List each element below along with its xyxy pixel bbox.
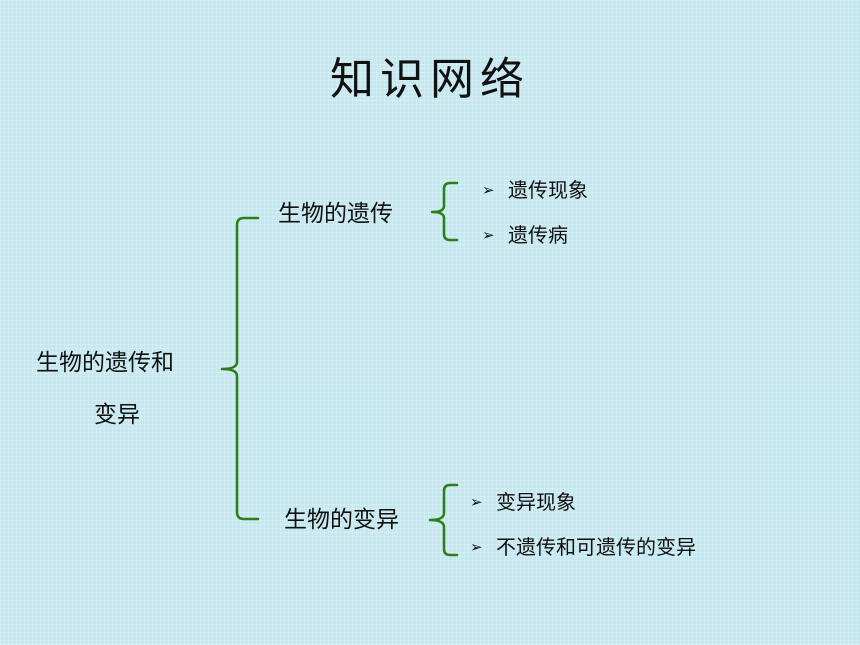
leaf-heredity-phenomenon: ➢ 遗传现象 [482, 176, 588, 204]
leaf-label: 变异现象 [496, 490, 576, 514]
leaf-genetic-disease: ➢ 遗传病 [482, 221, 568, 249]
arrowhead-bullet-icon: ➢ [482, 181, 495, 199]
arrowhead-bullet-icon: ➢ [470, 538, 483, 556]
leaf-label: 不遗传和可遗传的变异 [496, 535, 696, 559]
root-bracket [220, 216, 260, 521]
variation-bracket [428, 483, 459, 557]
arrowhead-bullet-icon: ➢ [470, 493, 483, 511]
leaf-label: 遗传现象 [508, 178, 588, 202]
root-node-line2: 变异 [94, 402, 140, 428]
heredity-bracket [430, 181, 459, 242]
branch-heredity: 生物的遗传 [278, 201, 393, 227]
root-node-line1: 生物的遗传和 [36, 350, 174, 376]
arrowhead-bullet-icon: ➢ [482, 226, 495, 244]
leaf-label: 遗传病 [508, 223, 568, 247]
leaf-variation-phenomenon: ➢ 变异现象 [470, 488, 576, 516]
branch-variation: 生物的变异 [284, 507, 399, 533]
leaf-heritable-variation: ➢ 不遗传和可遗传的变异 [470, 533, 696, 561]
page-title: 知识网络 [330, 54, 530, 105]
